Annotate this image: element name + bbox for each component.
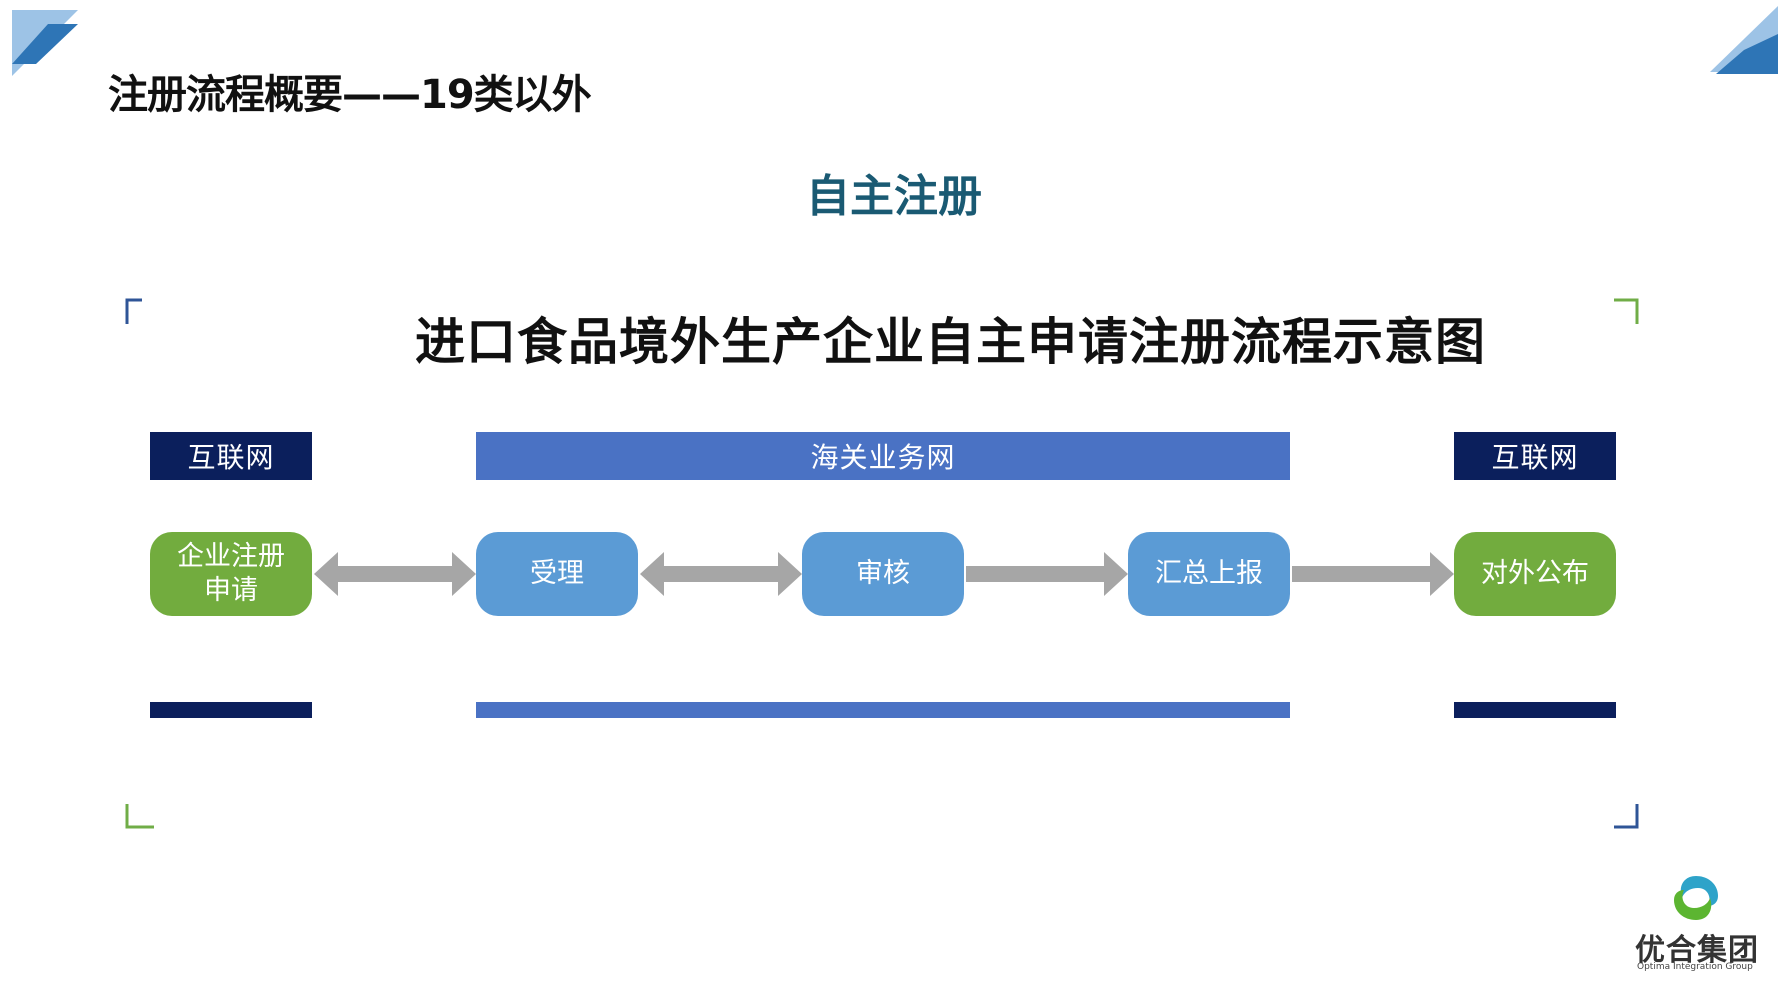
lane-footer-customs [476, 702, 1290, 718]
lane-footer-internet-left [150, 702, 312, 718]
lane-header-customs: 海关业务网 [476, 432, 1290, 480]
page-title: 注册流程概要——19类以外 [108, 72, 592, 118]
arrow-report-publish [1292, 552, 1454, 596]
arrow-review-report [966, 552, 1128, 596]
lane-footer-internet-right [1454, 702, 1616, 718]
company-logo-tagline: Optima Integration Group [1637, 962, 1753, 972]
frame-corner-bottom-right [1614, 804, 1639, 829]
top-right-decoration [1710, 6, 1778, 74]
diagram-title: 进口食品境外生产企业自主申请注册流程示意图 [415, 312, 1486, 371]
node-summary-report: 汇总上报 [1128, 532, 1290, 616]
flow-arrows [314, 552, 1454, 596]
company-logo-icon [1674, 876, 1718, 920]
lane-header-internet-left: 互联网 [150, 432, 312, 480]
node-public-announcement: 对外公布 [1454, 532, 1616, 616]
arrow-accept-review [640, 552, 802, 596]
section-subtitle: 自主注册 [806, 171, 982, 222]
node-company-application: 企业注册申请 [150, 532, 312, 616]
company-logo-name: 优合集团 [1635, 933, 1759, 968]
frame-corner-top-left [125, 298, 142, 324]
node-accept: 受理 [476, 532, 638, 616]
lane-header-internet-right: 互联网 [1454, 432, 1616, 480]
frame-corner-bottom-left [125, 804, 154, 829]
top-left-decoration [12, 10, 78, 76]
frame-corner-top-right [1614, 298, 1639, 324]
arrow-apply-accept [314, 552, 476, 596]
node-review: 审核 [802, 532, 964, 616]
